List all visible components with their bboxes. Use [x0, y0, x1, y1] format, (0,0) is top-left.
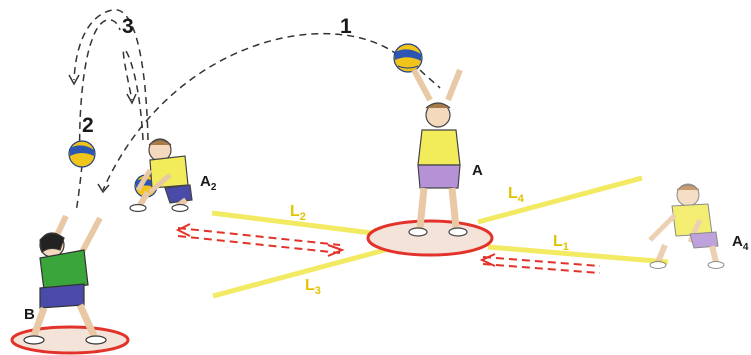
- line-l4-subscript: 4: [518, 193, 525, 205]
- player-a: [409, 70, 467, 236]
- line-l4: [478, 178, 642, 222]
- line-l1-letter: L: [553, 233, 563, 250]
- ball-2: [69, 141, 95, 167]
- player-a2-subscript: 2: [211, 182, 217, 193]
- line-l3-subscript: 3: [315, 285, 321, 297]
- ball-1: [394, 44, 422, 72]
- line-l3-letter: L: [305, 277, 315, 294]
- player-label-a2: A2: [200, 173, 217, 193]
- player-a4-subscript: 4: [743, 242, 749, 253]
- player-a-letter: A: [472, 162, 483, 179]
- movement-arrow-left: [178, 224, 342, 256]
- trajectory-label-2: 2: [82, 114, 94, 137]
- line-label-l2: L2: [290, 203, 306, 223]
- line-l3: [213, 250, 385, 296]
- player-label-a: A: [472, 162, 483, 179]
- player-label-b: B: [24, 306, 35, 323]
- player-a4-letter: A: [732, 233, 743, 250]
- line-l2-letter: L: [290, 203, 300, 220]
- player-a2: [130, 139, 192, 212]
- line-label-l4: L4: [508, 185, 525, 205]
- line-label-l1: L1: [553, 233, 569, 253]
- line-l4-letter: L: [508, 185, 518, 202]
- trajectory-3b: [123, 50, 143, 140]
- position-circle-a: [368, 221, 492, 255]
- player-b: [24, 216, 106, 344]
- ball-trajectories: [74, 10, 440, 212]
- line-l2-subscript: 2: [300, 211, 306, 223]
- trajectory-label-3: 3: [122, 15, 134, 38]
- trajectory-arrowheads: [69, 75, 136, 192]
- player-a4: [650, 184, 724, 269]
- player-a2-letter: A: [200, 173, 211, 190]
- trajectory-down: [76, 165, 82, 212]
- player-b-letter: B: [24, 306, 35, 323]
- trajectory-label-1: 1: [340, 15, 352, 38]
- line-label-l3: L3: [305, 277, 321, 297]
- line-l1-subscript: 1: [563, 241, 569, 253]
- player-label-a4: A4: [732, 233, 749, 253]
